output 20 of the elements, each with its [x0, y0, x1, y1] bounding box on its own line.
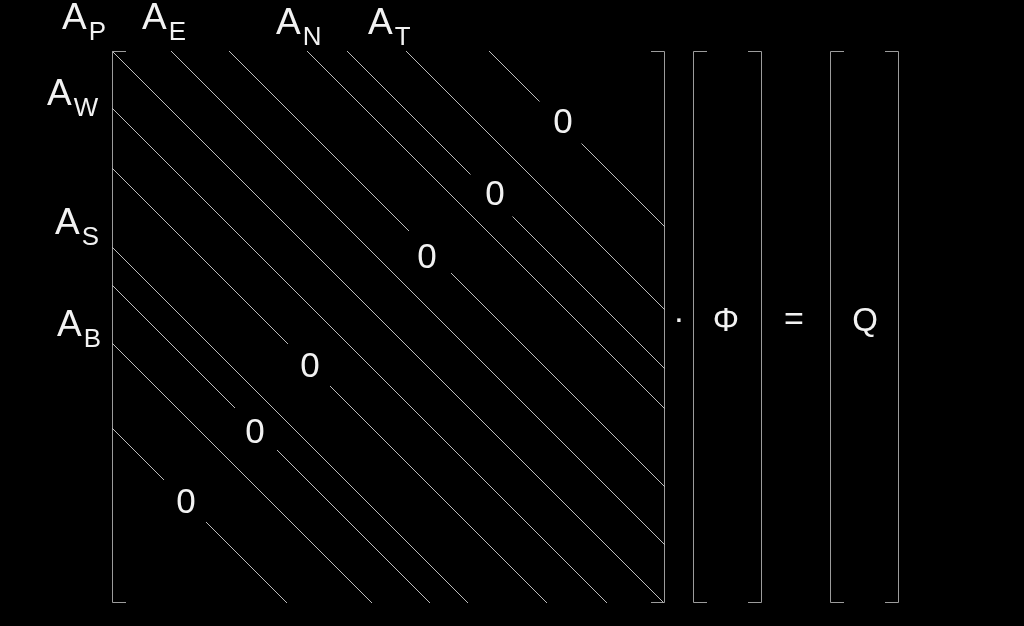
zero-entry: 0 [176, 482, 196, 518]
equals-sign: = [784, 301, 804, 335]
multiplication-dot: · [673, 300, 685, 334]
zero-entry: 0 [485, 174, 505, 210]
diagonal-label: A$_{N}$ [276, 3, 322, 50]
diagonal-label: A$_{P}$ [62, 0, 106, 45]
zero-entry: 0 [553, 102, 573, 138]
diagonal-label: A$_{S}$ [55, 203, 99, 250]
vector-symbol: Q [852, 302, 878, 336]
vector-bracket [830, 51, 899, 603]
diagonal-label: A$_{E}$ [142, 0, 186, 45]
zero-entry: 0 [417, 237, 437, 273]
diagonal-label: A$_{B}$ [57, 305, 101, 352]
zero-entry: 0 [300, 346, 320, 382]
vector-bracket [693, 51, 762, 603]
diagonal-label: A$_{W}$ [47, 74, 99, 121]
diagonal-label: A$_{T}$ [368, 3, 411, 50]
vector-symbol: Φ [712, 302, 740, 336]
zero-entry: 0 [245, 412, 265, 448]
coefficient-matrix [112, 51, 665, 603]
